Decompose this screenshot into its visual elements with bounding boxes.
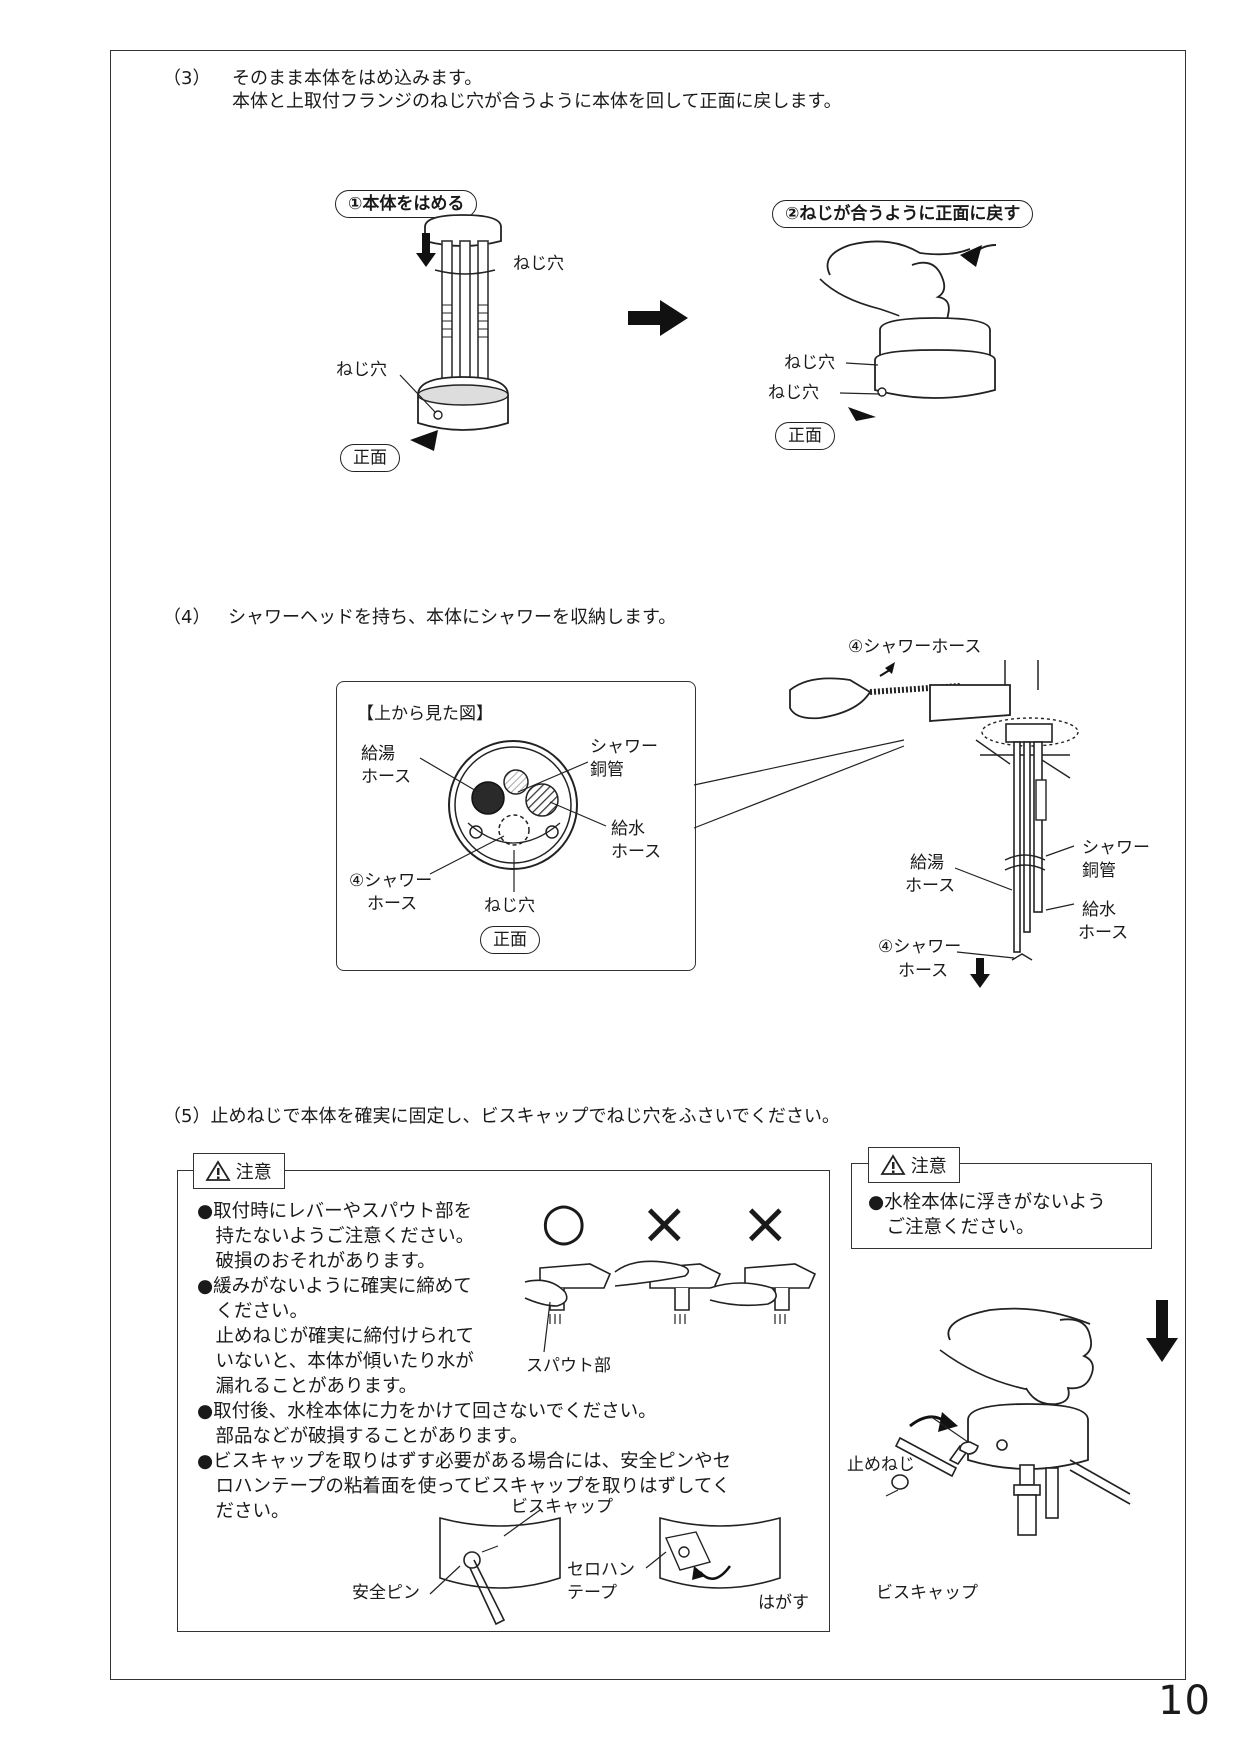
faucet-body-insert-illustration <box>399 214 509 451</box>
step4-number: （4） <box>163 607 211 628</box>
cold-hose-2: ホース <box>1078 923 1129 943</box>
caution-label-2: 注意 <box>910 1156 947 1177</box>
page-frame <box>110 50 1186 1680</box>
step3-right-badge: ②ねじが合うように正面に戻す <box>772 200 1034 228</box>
holding-examples-illustration <box>524 1260 817 1353</box>
inset-screw-hole: ねじ穴 <box>484 896 535 916</box>
ok-mark: ○ <box>541 1192 587 1252</box>
caution-label: 注意 <box>235 1162 272 1183</box>
cello-tape-label-2: テープ <box>567 1583 617 1603</box>
shower-pipe-1: シャワー <box>1082 838 1150 858</box>
fixing-set-screw-illustration <box>885 1300 1178 1536</box>
caution-line: ださい。 <box>197 1501 290 1522</box>
cello-tape-label-1: セロハン <box>567 1560 635 1580</box>
shower-hose-label-top: ④シャワーホース <box>848 637 982 657</box>
caution-line: 漏れることがあります。 <box>197 1376 418 1397</box>
inset-cold-hose-2: ホース <box>611 842 662 862</box>
step3-front-label-right: 正面 <box>775 422 835 450</box>
page-number: 10 <box>1158 1678 1211 1724</box>
caution2-line1: ●水栓本体に浮きがないよう <box>868 1192 1106 1213</box>
safety-pin-label: 安全ピン <box>352 1583 420 1603</box>
warning-triangle-icon <box>880 1154 906 1175</box>
bis-cap-label: ビスキャップ <box>511 1497 613 1517</box>
step3-screw-hole-label-d: ねじ穴 <box>768 383 819 403</box>
inset-hot-hose-2: ホース <box>361 767 412 787</box>
caution-line: 部品などが破損することがあります。 <box>197 1426 529 1447</box>
cold-hose-1: 給水 <box>1082 900 1116 920</box>
ng-mark-1: × <box>640 1189 689 1257</box>
hot-hose-1: 給湯 <box>910 853 944 873</box>
caution-line: ●取付後、水栓本体に力をかけて回さないでください。 <box>197 1401 657 1422</box>
shower-hose-1: ④シャワー <box>878 937 962 957</box>
step3-screw-hole-label-b: ねじ穴 <box>336 360 387 380</box>
step3-number: （3） <box>163 68 211 89</box>
spout-label: スパウト部 <box>526 1356 611 1376</box>
caution-line: ロハンテープの粘着面を使ってビスキャップを取りはずしてく <box>197 1476 731 1497</box>
caution-line: ●取付時にレバーやスパウト部を <box>197 1201 473 1222</box>
caution-line: 破損のおそれがあります。 <box>197 1251 436 1272</box>
caution-bullets-a: ●取付時にレバーやスパウト部を 持たないようご注意ください。 破損のおそれがあり… <box>197 1199 474 1399</box>
inset-cold-hose-1: 給水 <box>611 819 645 839</box>
hot-hose-2: ホース <box>905 876 956 896</box>
inset-callout-lines <box>693 739 905 829</box>
caution-tab-main: 注意 <box>193 1153 285 1189</box>
step3-screw-hole-label-a: ねじ穴 <box>513 254 564 274</box>
inset-front: 正面 <box>480 926 540 954</box>
step3-line2: 本体と上取付フランジのねじ穴が合うように本体を回して正面に戻します。 <box>232 91 842 112</box>
hand-rotating-body-illustration <box>819 240 997 421</box>
inset-shower-hose-1: ④シャワー <box>349 871 433 891</box>
caution-line: 止めねじが確実に締付けられて <box>197 1326 474 1347</box>
step5-text: （5）止めねじで本体を確実に固定し、ビスキャップでねじ穴をふさいでください。 <box>163 1106 840 1127</box>
caution-tab-secondary: 注意 <box>868 1147 960 1183</box>
inset-leader-lines <box>419 757 607 892</box>
caution-line: ●緩みがないように確実に締めて <box>197 1276 472 1297</box>
caution2-line2: ご注意ください。 <box>868 1217 1035 1238</box>
right-arrow-icon <box>628 300 688 336</box>
shower-hose-2: ホース <box>898 961 949 981</box>
set-screw-label: 止めねじ <box>847 1455 915 1475</box>
step3-left-badge: ①本体をはめる <box>335 190 478 218</box>
shower-storage-illustration <box>789 660 1079 988</box>
peel-label: はがす <box>758 1593 809 1613</box>
caution-line: 持たないようご注意ください。 <box>197 1226 475 1247</box>
step3-line1: そのまま本体をはめ込みます。 <box>232 68 483 89</box>
inset-shower-pipe-1: シャワー <box>590 737 658 757</box>
ng-mark-2: × <box>741 1189 790 1257</box>
screw-hole-leader-lines <box>839 362 881 395</box>
step4-text: シャワーヘッドを持ち、本体にシャワーを収納します。 <box>228 607 677 628</box>
inset-shower-pipe-2: 銅管 <box>590 760 624 780</box>
inset-shower-hose-2: ホース <box>367 894 418 914</box>
inset-title: 【上から見た図】 <box>357 704 493 724</box>
caution-line: ください。 <box>197 1301 309 1322</box>
bis-cap-label-2: ビスキャップ <box>876 1583 978 1603</box>
caution-bullets-b: ●取付後、水栓本体に力をかけて回さないでください。 部品などが破損することがあり… <box>197 1399 731 1524</box>
caution-line: いないと、本体が傾いたり水が <box>197 1351 474 1372</box>
warning-triangle-icon <box>205 1160 231 1181</box>
bis-cap-removal-illustration <box>429 1509 781 1626</box>
down-arrow-icon <box>416 233 436 267</box>
top-view-diagram <box>448 740 578 870</box>
caution-line: ●ビスキャップを取りはずす必要がある場合には、安全ピンやセ <box>197 1451 732 1472</box>
shower-pipe-2: 銅管 <box>1082 861 1116 881</box>
step3-screw-hole-label-c: ねじ穴 <box>784 353 835 373</box>
step3-front-label-left: 正面 <box>340 444 400 472</box>
inset-hot-hose-1: 給湯 <box>361 744 395 764</box>
